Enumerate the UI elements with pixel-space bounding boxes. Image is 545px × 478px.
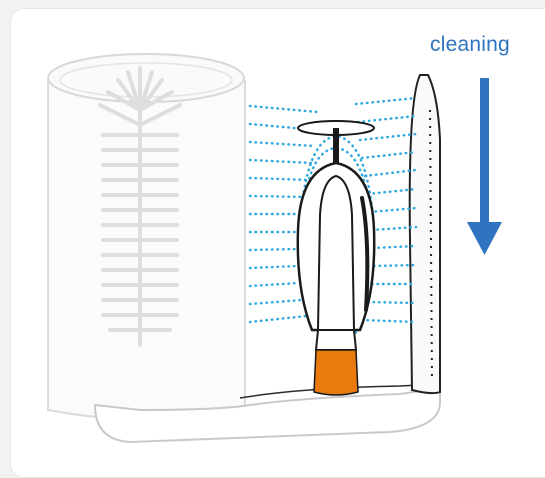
rotating-item: [298, 121, 374, 350]
ghost-container: [48, 54, 245, 419]
nozzle: [314, 350, 358, 395]
cleaning-label: cleaning: [430, 33, 510, 57]
back-panel: [410, 75, 440, 393]
down-arrow-icon: [467, 78, 502, 255]
cleaning-diagram: [0, 0, 545, 462]
